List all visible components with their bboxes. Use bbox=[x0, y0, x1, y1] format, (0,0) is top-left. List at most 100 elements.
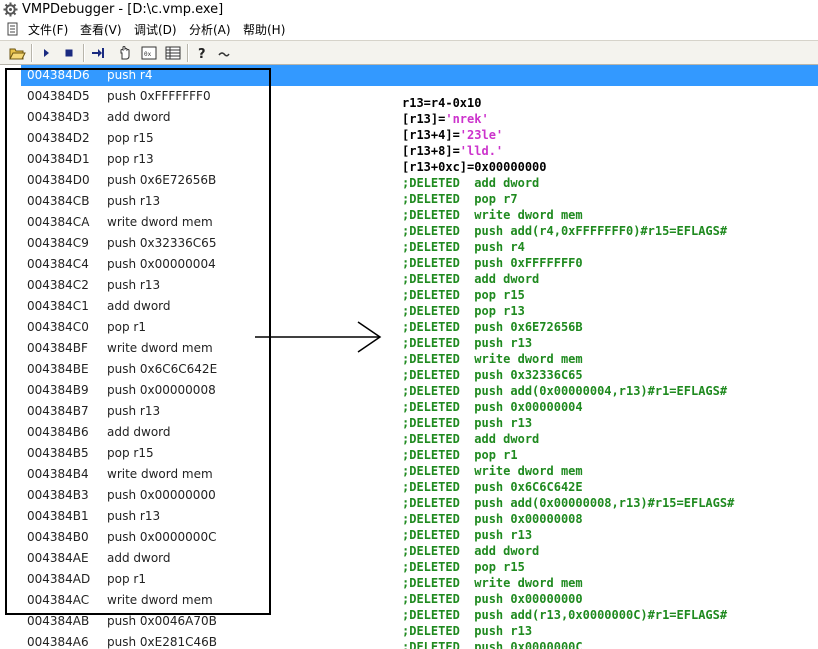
analysis-line: ;DELETED pop r15 bbox=[402, 287, 734, 303]
instruction-address: 004384C2 bbox=[27, 278, 89, 292]
string-literal: '23le' bbox=[459, 128, 504, 142]
help-button[interactable]: ? bbox=[193, 44, 211, 62]
analysis-line: ;DELETED push add(r13,0x0000000C)#r1=EFL… bbox=[402, 607, 734, 623]
deleted-comment: ;DELETED push 0x00000004 bbox=[402, 400, 583, 414]
instruction-text: push 0x6E72656B bbox=[107, 173, 217, 187]
instruction-row[interactable]: 004384B7 push r13 bbox=[21, 401, 818, 422]
analysis-line: [r13+4]='23le' bbox=[402, 127, 734, 143]
deleted-comment: ;DELETED pop r7 bbox=[402, 192, 518, 206]
instruction-address: 004384B1 bbox=[27, 509, 89, 523]
stop-button[interactable] bbox=[60, 44, 78, 62]
instruction-address: 004384AE bbox=[27, 551, 89, 565]
deleted-comment: ;DELETED push 0x6E72656B bbox=[402, 320, 583, 334]
analysis-line: [r13+8]='lld.' bbox=[402, 143, 734, 159]
instruction-text: add dword bbox=[107, 299, 171, 313]
instruction-address: 004384CA bbox=[27, 215, 90, 229]
hex-view-button[interactable]: 0x bbox=[140, 44, 158, 62]
analysis-line: ;DELETED push 0xFFFFFFF0 bbox=[402, 255, 734, 271]
step-icon bbox=[92, 48, 104, 58]
instruction-text: push r4 bbox=[107, 68, 153, 82]
instruction-address: 004384D3 bbox=[27, 110, 90, 124]
deleted-comment: ;DELETED pop r15 bbox=[402, 560, 525, 574]
toolbar-separator bbox=[83, 44, 85, 62]
instruction-address: 004384B6 bbox=[27, 425, 89, 439]
analysis-line: ;DELETED push 0x32336C65 bbox=[402, 367, 734, 383]
instruction-address: 004384B5 bbox=[27, 446, 89, 460]
instruction-address: 004384B7 bbox=[27, 404, 89, 418]
grid-view-button[interactable] bbox=[164, 44, 182, 62]
menu-help[interactable]: 帮助(H) bbox=[243, 23, 286, 37]
analysis-line: ;DELETED push r13 bbox=[402, 527, 734, 543]
analysis-line: ;DELETED add dword bbox=[402, 431, 734, 447]
instruction-text: push r13 bbox=[107, 278, 161, 292]
hex-view-icon: 0x bbox=[141, 46, 157, 60]
analysis-line: ;DELETED pop r15 bbox=[402, 559, 734, 575]
hand-button[interactable] bbox=[116, 44, 134, 62]
menu-file[interactable]: 文件(F) bbox=[28, 23, 69, 37]
analysis-line: ;DELETED push 0x00000004 bbox=[402, 399, 734, 415]
instruction-text: push 0x00000000 bbox=[107, 488, 216, 502]
instruction-text: write dword mem bbox=[107, 341, 213, 355]
deleted-comment: ;DELETED push r13 bbox=[402, 528, 533, 542]
analysis-line: ;DELETED push 0x00000008 bbox=[402, 511, 734, 527]
instruction-row[interactable]: 004384C1 add dword bbox=[21, 296, 818, 317]
analysis-line: ;DELETED push r13 bbox=[402, 335, 734, 351]
instruction-address: 004384D5 bbox=[27, 89, 90, 103]
analysis-line: ;DELETED pop r13 bbox=[402, 303, 734, 319]
menu-analyze[interactable]: 分析(A) bbox=[189, 23, 231, 37]
deleted-comment: ;DELETED push 0x00000008 bbox=[402, 512, 583, 526]
hand-icon bbox=[120, 46, 130, 60]
instruction-text: push 0x32336C65 bbox=[107, 236, 217, 250]
analysis-line: ;DELETED pop r1 bbox=[402, 447, 734, 463]
deleted-comment: ;DELETED add dword bbox=[402, 272, 540, 286]
info-button[interactable] bbox=[215, 44, 233, 62]
analysis-line: ;DELETED add dword bbox=[402, 543, 734, 559]
menu-view[interactable]: 查看(V) bbox=[80, 23, 122, 37]
menu-debug[interactable]: 调试(D) bbox=[134, 23, 177, 37]
analysis-line: ;DELETED add dword bbox=[402, 271, 734, 287]
run-button[interactable] bbox=[37, 44, 55, 62]
instruction-address: 004384C1 bbox=[27, 299, 89, 313]
string-literal: 'lld.' bbox=[459, 144, 504, 158]
step-button[interactable] bbox=[89, 44, 107, 62]
title-bar: VMPDebugger - [D:\c.vmp.exe] bbox=[0, 0, 818, 19]
open-button[interactable] bbox=[8, 44, 26, 62]
instruction-address: 004384B9 bbox=[27, 383, 89, 397]
app-gear-icon bbox=[3, 2, 18, 17]
instruction-row[interactable]: 004384C2 push r13 bbox=[21, 275, 818, 296]
instruction-text: push 0x00000004 bbox=[107, 257, 216, 271]
help-icon: ? bbox=[198, 47, 206, 62]
document-icon[interactable] bbox=[6, 22, 20, 36]
analysis-line: ;DELETED push add(0x00000004,r13)#r1=EFL… bbox=[402, 383, 734, 399]
analysis-line: ;DELETED write dword mem bbox=[402, 575, 734, 591]
stop-icon bbox=[65, 49, 73, 57]
expression-text: [r13+0xc]=0x00000000 bbox=[402, 160, 547, 174]
instruction-text: push r13 bbox=[107, 404, 161, 418]
